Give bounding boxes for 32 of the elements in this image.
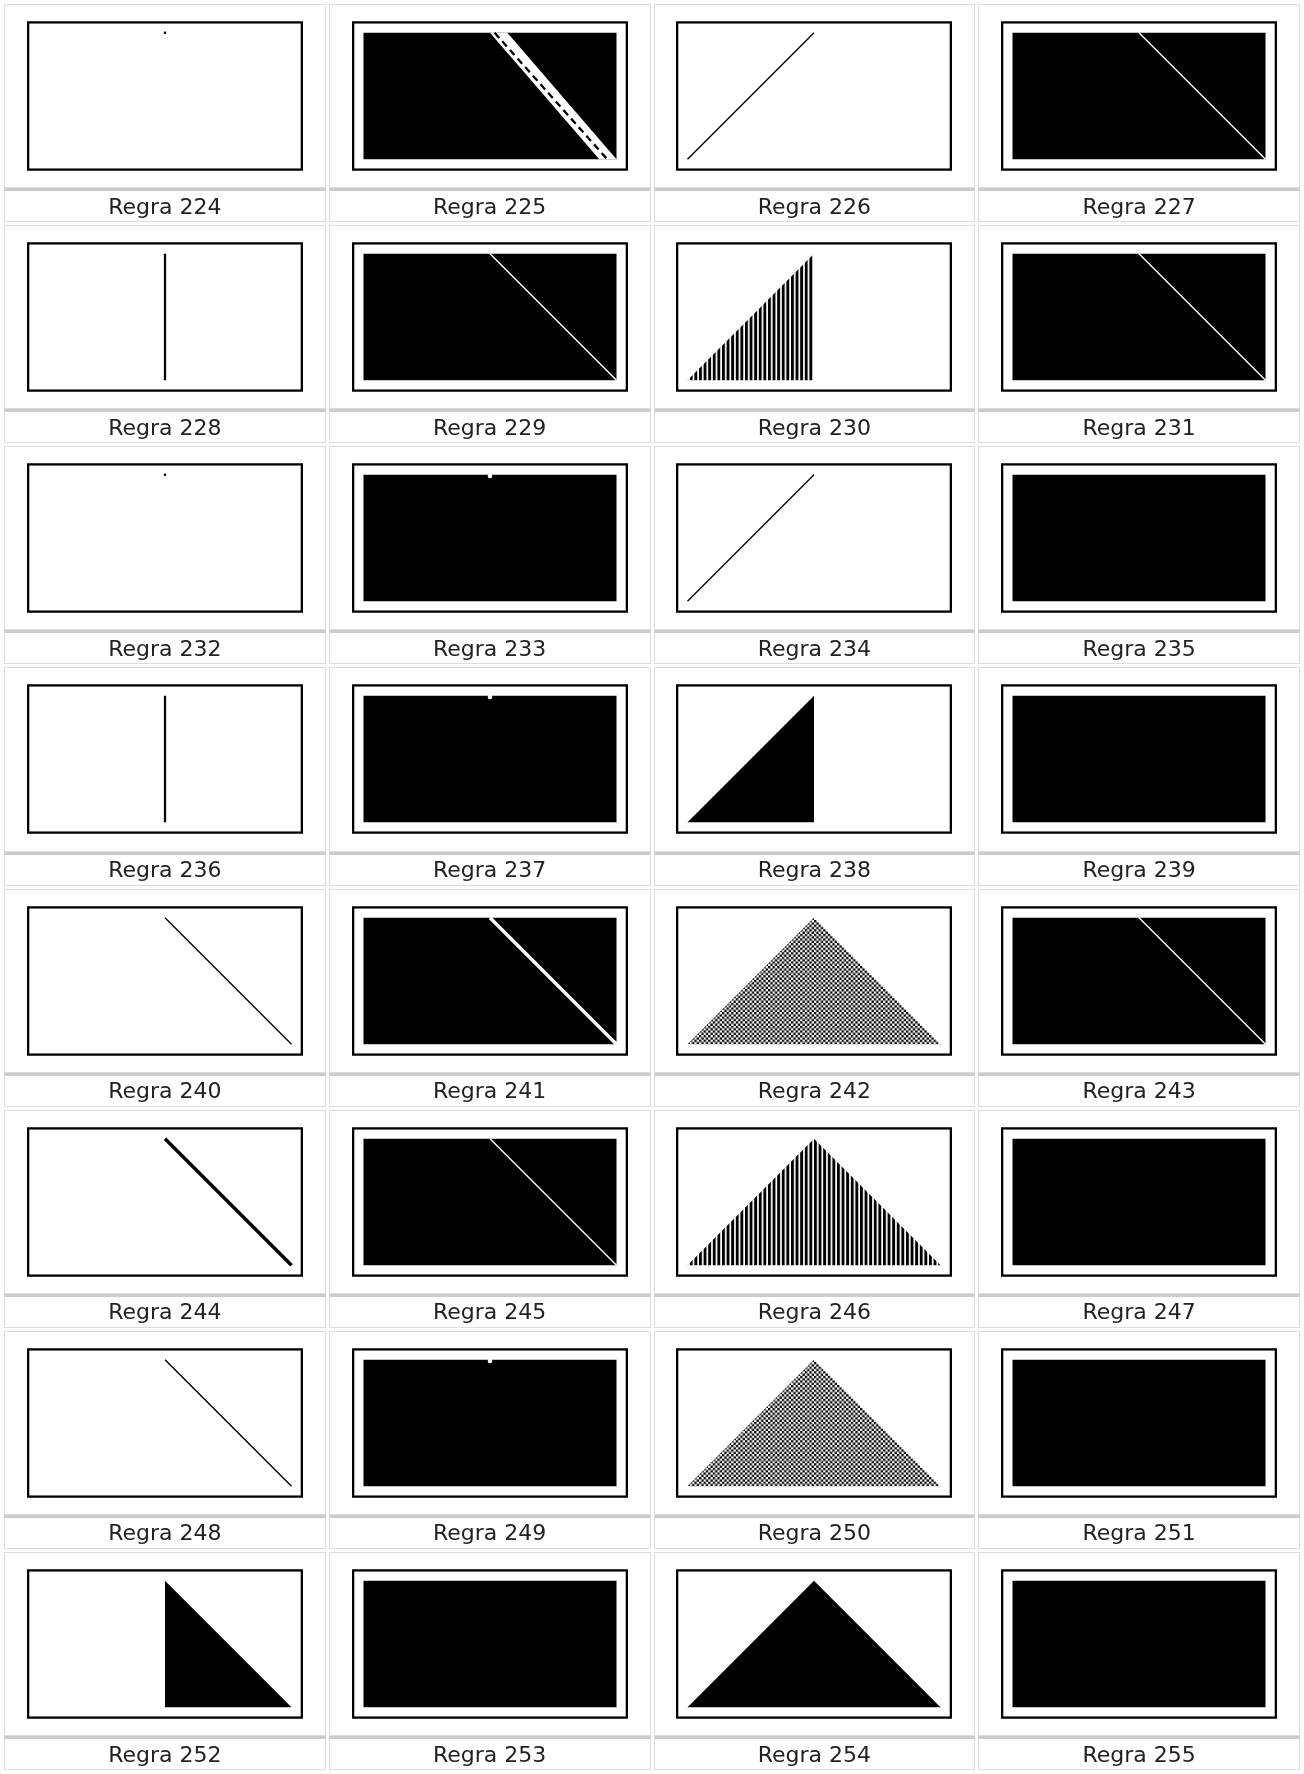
caption: Regra 253 — [432, 1741, 547, 1767]
caption: Regra 247 — [1082, 1299, 1196, 1325]
caption: Regra 234 — [757, 635, 872, 661]
caption: Regra 233 — [432, 635, 547, 661]
caption: Regra 231 — [1082, 414, 1196, 440]
caption: Regra 236 — [108, 857, 222, 882]
caption: Regra 230 — [757, 414, 872, 440]
caption: Regra 237 — [432, 857, 547, 882]
caption: Regra 245 — [432, 1299, 547, 1325]
caption: Regra 241 — [432, 1078, 547, 1104]
caption: Regra 254 — [757, 1741, 872, 1767]
caption: Regra 249 — [432, 1520, 547, 1546]
caption: Regra 232 — [108, 635, 222, 661]
caption: Regra 228 — [108, 414, 222, 440]
caption: Regra 248 — [108, 1520, 222, 1546]
caption: Regra 255 — [1082, 1741, 1196, 1767]
caption: Regra 240 — [108, 1078, 222, 1104]
caption: Regra 242 — [757, 1078, 872, 1104]
caption: Regra 235 — [1082, 635, 1196, 661]
caption: Regra 229 — [432, 414, 547, 440]
caption: Regra 224 — [108, 193, 222, 219]
caption: Regra 252 — [108, 1741, 222, 1767]
caption: Regra 239 — [1082, 857, 1196, 882]
caption: Regra 226 — [757, 193, 872, 219]
caption: Regra 246 — [757, 1299, 872, 1325]
caption: Regra 244 — [108, 1299, 222, 1325]
caption: Regra 250 — [757, 1520, 872, 1546]
caption: Regra 251 — [1082, 1520, 1196, 1546]
caption: Regra 227 — [1082, 193, 1196, 219]
caption: Regra 225 — [432, 193, 547, 219]
caption: Regra 238 — [757, 857, 872, 882]
caption: Regra 243 — [1082, 1078, 1196, 1104]
